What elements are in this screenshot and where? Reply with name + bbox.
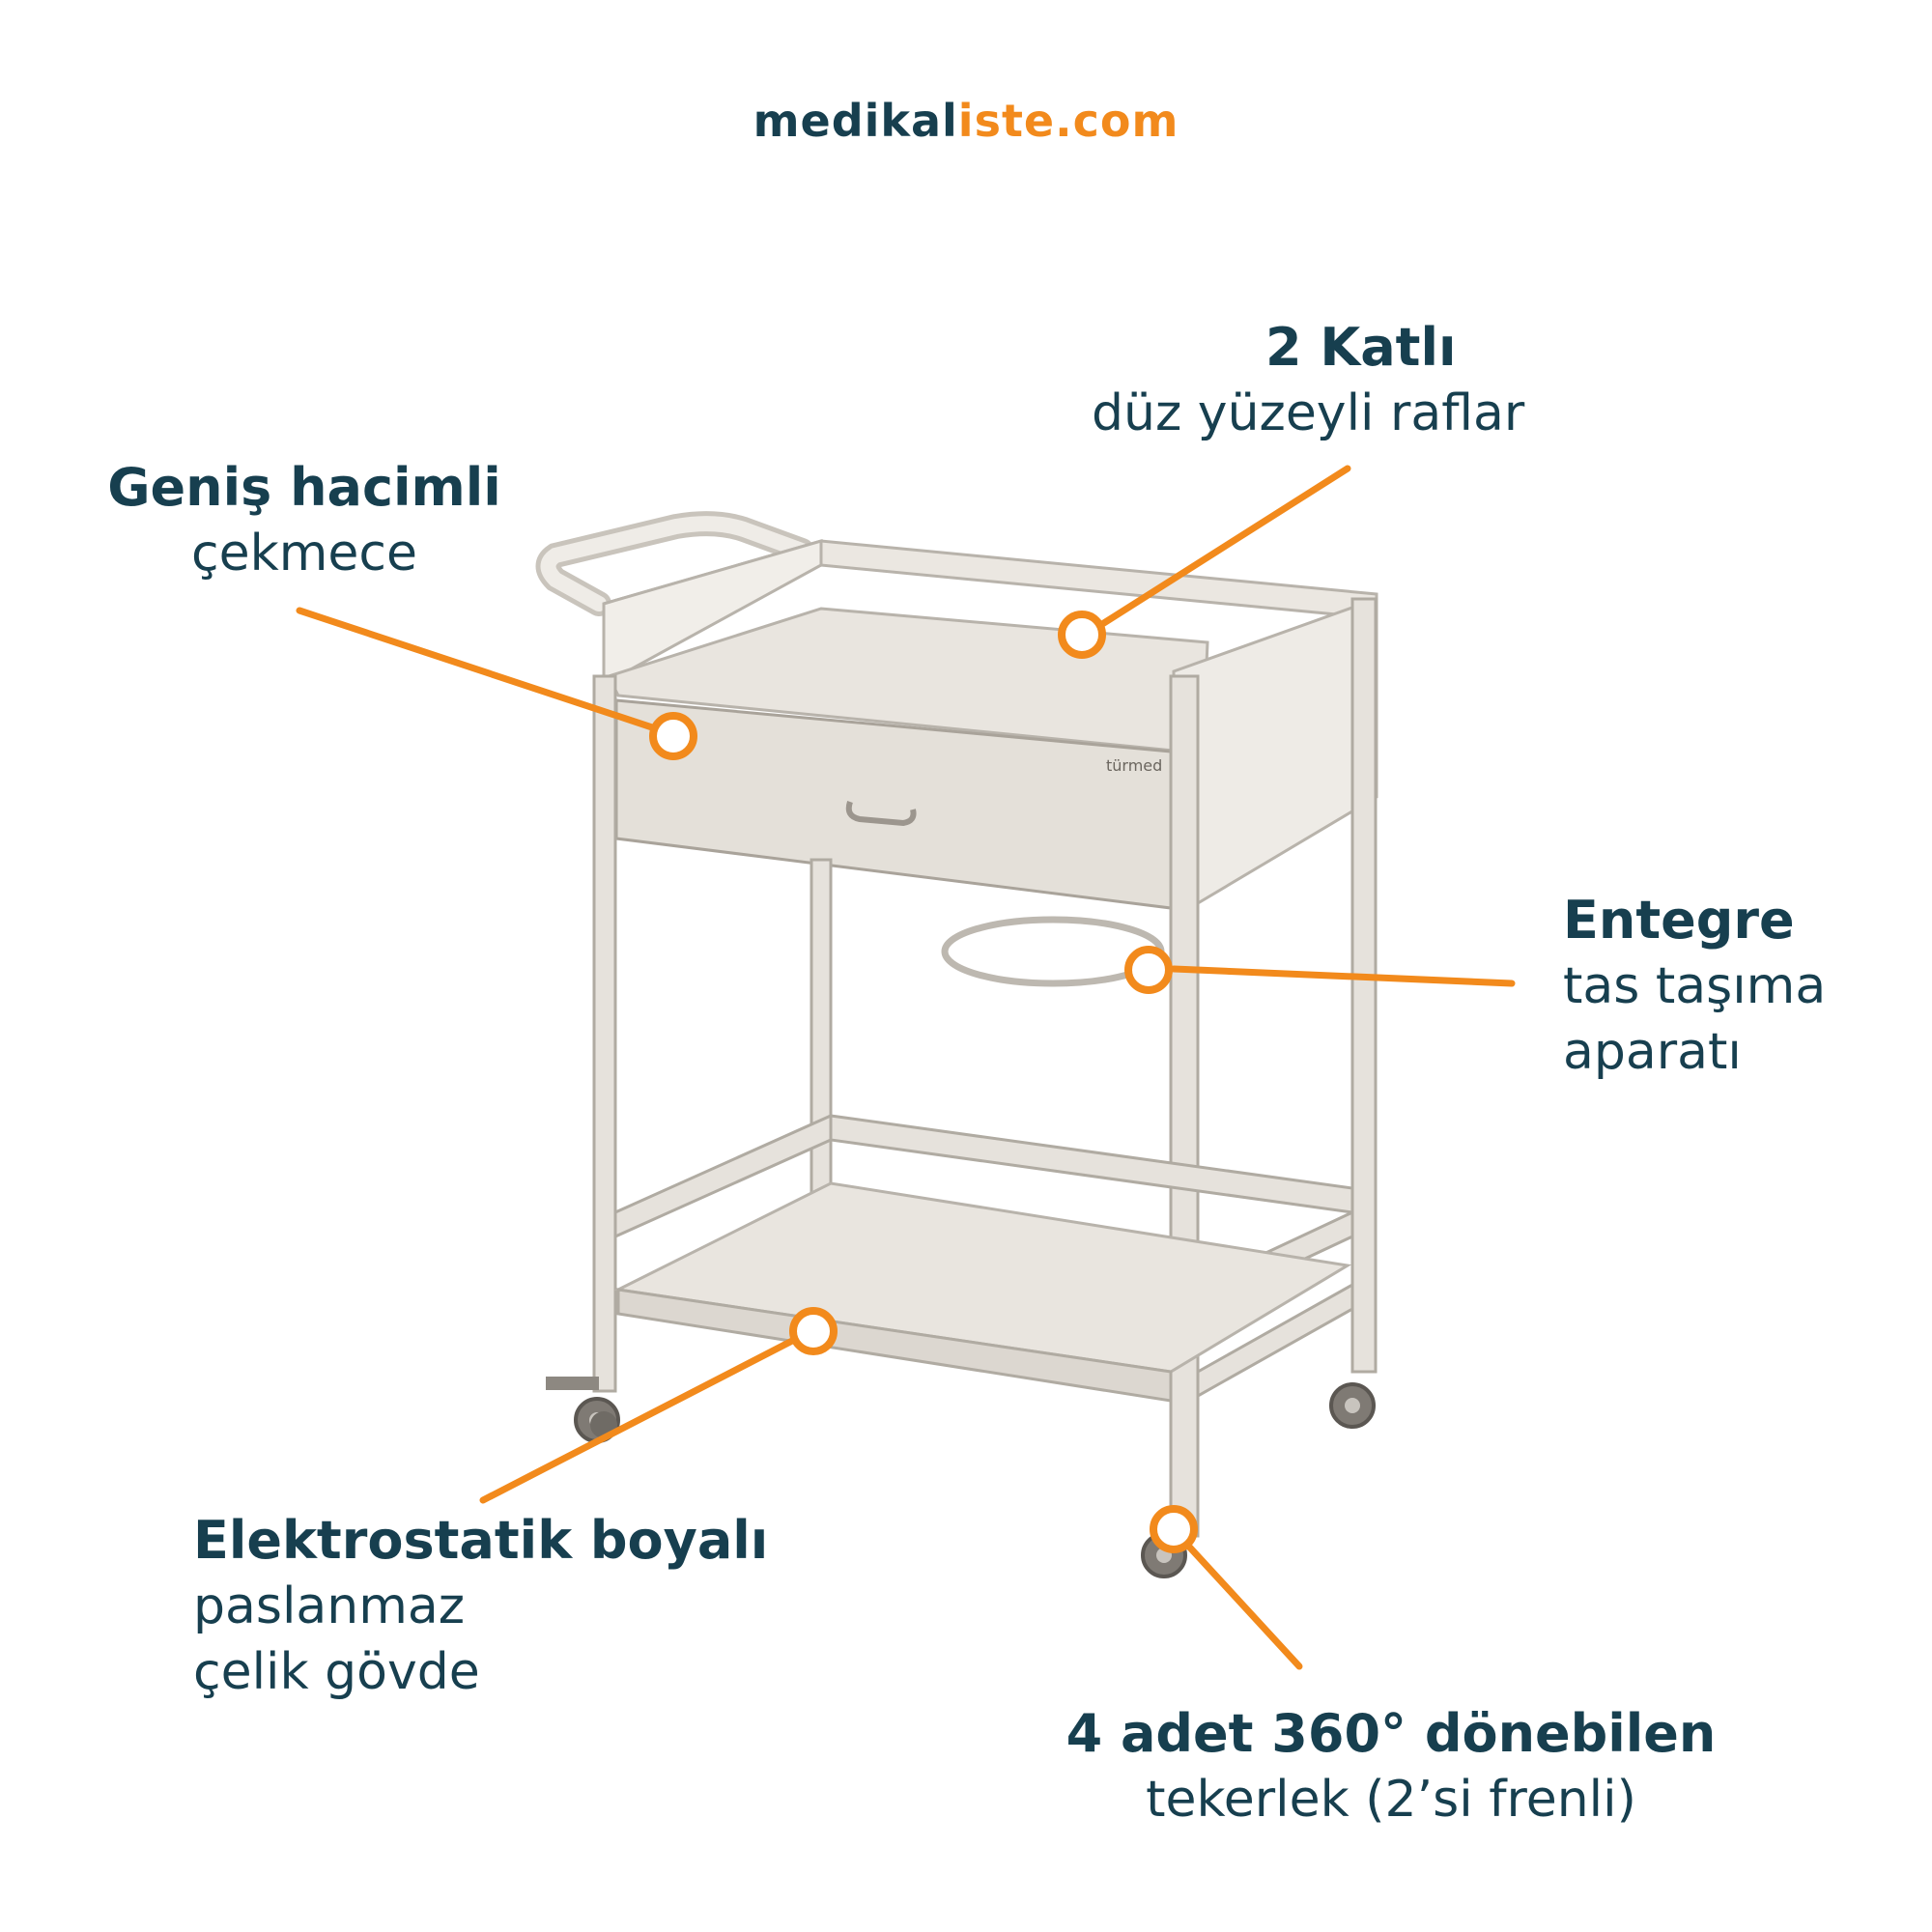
callout-dot-basin	[1124, 946, 1173, 994]
leg-front-right	[1169, 674, 1200, 1538]
leg-front-left	[592, 674, 617, 1393]
top-left-wall	[602, 539, 823, 678]
callout-basin-sub1: tas taşıma	[1563, 957, 1827, 1016]
callout-dot-drawer	[649, 712, 697, 760]
callout-dot-wheels	[1150, 1505, 1198, 1553]
callout-shelves-sub: düz yüzeyli raflar	[1092, 384, 1525, 443]
callout-line-drawer	[296, 607, 656, 731]
callout-body-sub1: paslanmaz	[193, 1577, 466, 1636]
callout-line-body	[479, 1336, 798, 1504]
callout-basin: Entegre tas taşıma aparatı	[1563, 887, 1911, 1085]
callout-basin-title: Entegre	[1563, 890, 1795, 951]
callout-body-title: Elektrostatik boyalı	[193, 1510, 769, 1571]
callout-line-basin	[1170, 965, 1516, 987]
logo-part-2: iste.com	[957, 95, 1179, 147]
drawer-handle	[845, 801, 917, 827]
callout-shelves: 2 Katlı düz yüzeyli raflar	[1092, 314, 1671, 447]
callout-wheels: 4 adet 360° dönebilen tekerlek (2’si fre…	[1024, 1700, 1758, 1833]
callout-line-shelves	[1095, 465, 1351, 630]
callout-drawer-sub: çekmece	[191, 525, 417, 583]
brand-logo: medikaliste.com	[0, 95, 1932, 147]
logo-part-1: medikal	[753, 95, 958, 147]
callout-shelves-title: 2 Katlı	[1265, 317, 1457, 378]
callout-drawer-title: Geniş hacimli	[107, 457, 501, 518]
bottom-shelf-front	[616, 1288, 1173, 1403]
callout-line-wheels	[1184, 1542, 1303, 1670]
callout-dot-body	[789, 1307, 838, 1355]
callout-wheels-title: 4 adet 360° dönebilen	[1065, 1703, 1717, 1764]
callout-body-sub2: çelik gövde	[193, 1642, 480, 1701]
leg-back-right	[1350, 597, 1378, 1374]
callout-wheels-sub: tekerlek (2’si frenli)	[1146, 1771, 1636, 1830]
callout-drawer: Geniş hacimli çekmece	[87, 454, 522, 587]
callout-basin-sub2: aparatı	[1563, 1022, 1742, 1081]
callout-dot-shelves	[1058, 611, 1106, 659]
wheel-back-right	[1329, 1382, 1376, 1429]
lower-right-rail-2	[1196, 1282, 1354, 1399]
product-brand-mark: türmed	[1106, 756, 1162, 775]
callout-body: Elektrostatik boyalı paslanmaz çelik göv…	[193, 1507, 869, 1705]
